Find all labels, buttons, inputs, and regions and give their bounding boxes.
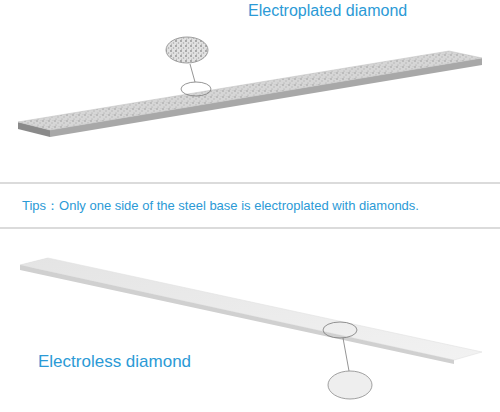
magnify-spot — [181, 82, 211, 96]
tip-note: Tips：Only one side of the steel base is … — [22, 198, 419, 214]
strip-title: Electroless diamond — [38, 352, 191, 372]
electroless-strip — [20, 258, 482, 399]
electroplated-strip — [18, 37, 482, 137]
strip-top-face — [18, 51, 482, 130]
leader-line — [343, 338, 349, 371]
magnified-view — [328, 371, 372, 399]
separator-line — [0, 227, 500, 228]
leader-line — [190, 64, 195, 82]
strip-side-face — [20, 265, 454, 364]
strip-side-face — [50, 58, 482, 137]
strip-top-face — [20, 258, 482, 360]
strip-title: Electroplated diamond — [248, 1, 407, 20]
magnified-view — [166, 37, 208, 63]
magnify-spot — [323, 322, 357, 338]
separator-line — [0, 182, 500, 183]
